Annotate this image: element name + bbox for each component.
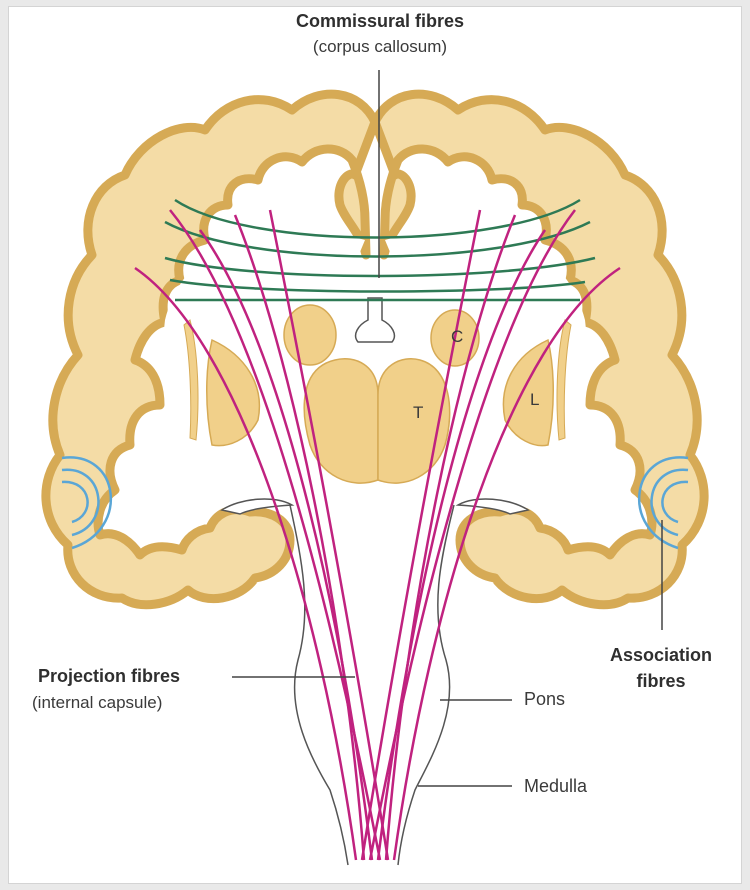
leader-lines (232, 70, 663, 787)
commissural-fibres (164, 198, 596, 302)
association-fibres (61, 456, 689, 550)
projection-fibres-label: Projection fibres (38, 666, 181, 686)
medulla-label: Medulla (524, 776, 588, 796)
lentiform-letter: L (530, 390, 540, 409)
caudate-letter: C (451, 327, 464, 346)
corpus-callosum-label: (corpus callosum) (312, 37, 448, 56)
left-claustrum (183, 319, 199, 441)
brainstem-outline (289, 504, 455, 866)
right-claustrum (556, 319, 572, 441)
projection-fibres (134, 209, 621, 861)
commissural-fibres-label: Commissural fibres (295, 11, 465, 31)
right-lentiform (502, 338, 554, 447)
left-lentiform (206, 338, 261, 447)
association-fibres-label-line1: Association (609, 645, 713, 665)
right-hemisphere (370, 89, 709, 610)
left-thalamus (303, 358, 379, 484)
thalamus-letter: T (413, 403, 424, 422)
ventricle (354, 297, 396, 343)
left-hemisphere (41, 89, 380, 610)
pons-label: Pons (524, 689, 566, 709)
association-fibres-label-line2: fibres (636, 671, 686, 691)
right-thalamus (377, 358, 451, 484)
internal-capsule-label: (internal capsule) (32, 693, 163, 712)
